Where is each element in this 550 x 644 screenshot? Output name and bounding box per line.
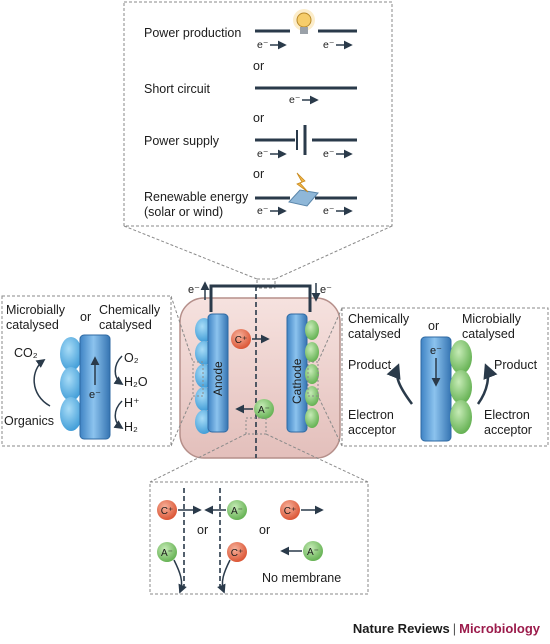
microbe-cells-green [450, 340, 472, 434]
renewable-energy-label: Renewable energy [144, 190, 249, 204]
bottom-panel-frame [149, 481, 369, 595]
acceptor-to-product-arrow [386, 363, 414, 405]
anion-label: A⁻ [161, 548, 173, 559]
cation [280, 500, 300, 520]
acceptor-label-left: acceptor [348, 423, 396, 437]
co2-label: CO₂ [14, 346, 38, 360]
anode-electrode [207, 313, 229, 433]
catalysed-label: catalysed [462, 327, 515, 341]
or-label: or [197, 523, 208, 537]
anion-label: A⁻ [231, 506, 243, 517]
cathode-biofilm [305, 320, 319, 428]
hplus-to-h2-arrow [113, 400, 124, 429]
electron-label: e⁻ [257, 148, 269, 160]
o2-label: O₂ [124, 351, 139, 365]
organics-label: Organics [4, 414, 54, 428]
anion [157, 542, 177, 562]
anode-label: Anode [211, 361, 225, 396]
left-panel: Microbially catalysed or Chemically cata… [1, 295, 172, 447]
anion-label: A⁻ [258, 405, 270, 416]
electron-label: e⁻ [430, 345, 442, 357]
zoom-connector-bottom [149, 433, 369, 483]
catalysed-label: catalysed [348, 327, 401, 341]
electron-label: e⁻ [323, 205, 335, 217]
zoom-box-cathode [307, 361, 319, 397]
cation-label: C⁺ [284, 506, 297, 517]
electron-label: e⁻ [289, 94, 301, 106]
top-panel-frame [123, 1, 393, 227]
cathode-label: Cathode [290, 358, 304, 404]
zoom-connector-left [170, 295, 194, 447]
hplus-label: H⁺ [124, 396, 140, 410]
electrochemical-cell: e⁻ e⁻ Anode Cathode C⁺ A⁻ [179, 281, 341, 459]
zoom-connector-top [123, 225, 393, 289]
right-panel: Chemically catalysed or Microbially cata… [341, 307, 549, 447]
acceptor-label-right: acceptor [484, 423, 532, 437]
anion-blocked-arrow [173, 559, 187, 594]
light-bulb-icon [293, 9, 315, 34]
renewable-energy-sublabel: (solar or wind) [144, 205, 223, 219]
product-label-right: Product [494, 358, 538, 372]
acceptor-label-right: Electron [484, 408, 530, 422]
credit-separator: | [452, 621, 457, 636]
or-label: or [253, 167, 264, 181]
external-circuit [209, 284, 312, 312]
anion [303, 541, 323, 561]
no-membrane-label: No membrane [262, 571, 341, 585]
cation [227, 542, 247, 562]
chemically-label: Chemically [99, 303, 161, 317]
or-label: or [428, 319, 439, 333]
electron-label: e⁻ [323, 39, 335, 51]
anion [227, 500, 247, 520]
zoom-connector-right [317, 307, 343, 447]
h2o-label: H₂O [124, 375, 148, 389]
chemically-label: Chemically [348, 312, 410, 326]
or-label: or [253, 111, 264, 125]
or-label: or [80, 310, 91, 324]
power-supply-label: Power supply [144, 134, 220, 148]
cation [157, 500, 177, 520]
or-label: or [253, 59, 264, 73]
anion [254, 399, 274, 419]
journal-section: Microbiology [459, 621, 540, 636]
solar-panel-icon [288, 172, 319, 207]
or-label: or [259, 523, 270, 537]
cation-label: C⁺ [161, 506, 174, 517]
cation-label: C⁺ [235, 335, 248, 346]
catalysed-label: catalysed [99, 318, 152, 332]
anode-electrode-zoom [79, 334, 111, 440]
electron-label: e⁻ [323, 148, 335, 160]
power-production-label: Power production [144, 26, 241, 40]
cation-blocked-arrow [217, 559, 231, 594]
catalysed-label: catalysed [6, 318, 59, 332]
cation [231, 329, 251, 349]
o2-to-h2o-arrow [113, 355, 124, 385]
journal-name: Nature Reviews [352, 621, 450, 636]
microbially-label: Microbially [6, 303, 66, 317]
acceptor-label-left: Electron [348, 408, 394, 422]
journal-credit: Nature Reviews|Microbiology [353, 621, 540, 636]
battery-icon [296, 125, 307, 155]
electron-label: e⁻ [257, 205, 269, 217]
zoom-box-anode [192, 361, 204, 397]
h2-label: H₂ [124, 420, 138, 434]
electron-label-right: e⁻ [320, 284, 332, 296]
cation-label: C⁺ [231, 548, 244, 559]
zoom-box-membrane [245, 417, 267, 435]
electron-label-left: e⁻ [188, 284, 200, 296]
acceptor-to-product-arrow [476, 363, 498, 405]
top-panel: Power production e⁻ e⁻ or Short circuit … [123, 1, 393, 227]
bottom-panel: C⁺ A⁻ or A⁻ C⁺ or C⁺ A⁻ No membrane [149, 481, 369, 595]
organics-to-co2-arrow [33, 358, 51, 407]
electron-label: e⁻ [257, 39, 269, 51]
product-label-left: Product [348, 358, 392, 372]
microbially-label: Microbially [462, 312, 522, 326]
anion-label: A⁻ [307, 547, 319, 558]
electron-label: e⁻ [89, 389, 101, 401]
short-circuit-label: Short circuit [144, 82, 211, 96]
microbe-cells-blue [60, 337, 82, 431]
